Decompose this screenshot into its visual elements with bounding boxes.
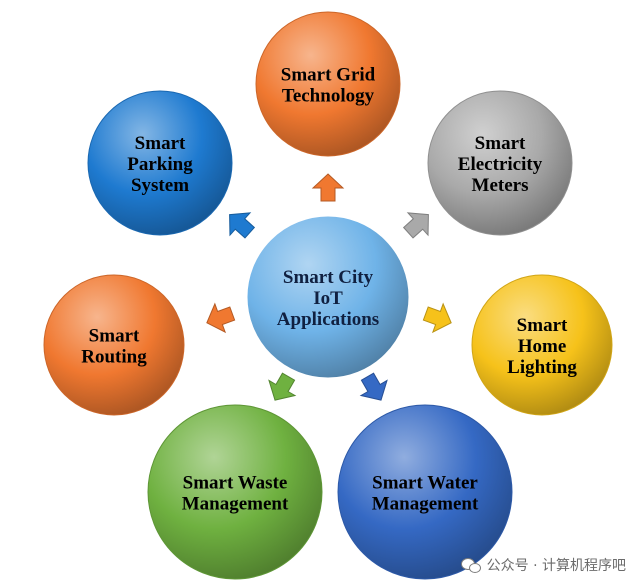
arrow-to-lighting (422, 302, 452, 334)
node-label-parking-line-2: System (131, 175, 189, 196)
node-label-waste-line-0: Smart Waste (183, 473, 288, 494)
node-circle-water (337, 404, 513, 580)
node-label-center-line-2: Applications (277, 309, 379, 330)
arrow-to-routing (206, 302, 236, 334)
arrow-layer (206, 173, 452, 401)
node-circle-routing (43, 274, 185, 416)
arrow-to-parking (229, 212, 256, 239)
node-label-meters-line-1: Electricity (458, 154, 543, 175)
node-label-routing-line-1: Routing (81, 347, 147, 368)
node-label-water-line-1: Management (372, 494, 479, 515)
node-circle-center (244, 213, 412, 381)
node-circle-waste (147, 404, 323, 580)
node-label-water-line-0: Smart Water (372, 473, 478, 494)
node-label-parking-line-0: Smart (135, 133, 186, 154)
arrow-to-water (359, 372, 388, 401)
node-label-center-line-0: Smart City (283, 267, 374, 288)
watermark: 公众号 · 计算机程序吧 (460, 555, 626, 575)
node-label-routing-line-0: Smart (89, 326, 140, 347)
node-label-meters-line-2: Meters (472, 175, 529, 196)
node-label-lighting-line-0: Smart (517, 315, 568, 336)
node-circle-parking (87, 90, 233, 236)
arrow-to-meters (402, 212, 429, 239)
wechat-icon (460, 557, 481, 573)
node-label-parking-line-1: Parking (127, 154, 193, 175)
arrow-to-grid (311, 173, 345, 202)
node-label-meters-line-0: Smart (475, 133, 526, 154)
node-circle-meters (427, 90, 573, 236)
node-label-waste-line-1: Management (182, 494, 289, 515)
node-label-center-line-1: IoT (313, 288, 343, 309)
watermark-text: 公众号 · 计算机程序吧 (486, 558, 626, 574)
node-label-lighting-line-1: Home (518, 336, 567, 357)
node-label-grid-line-1: Technology (282, 86, 375, 107)
node-circle-lighting (471, 274, 613, 416)
node-label-grid-line-0: Smart Grid (281, 65, 376, 86)
node-circle-grid (255, 11, 401, 157)
arrow-to-waste (268, 372, 297, 401)
node-label-lighting-line-2: Lighting (507, 357, 577, 378)
